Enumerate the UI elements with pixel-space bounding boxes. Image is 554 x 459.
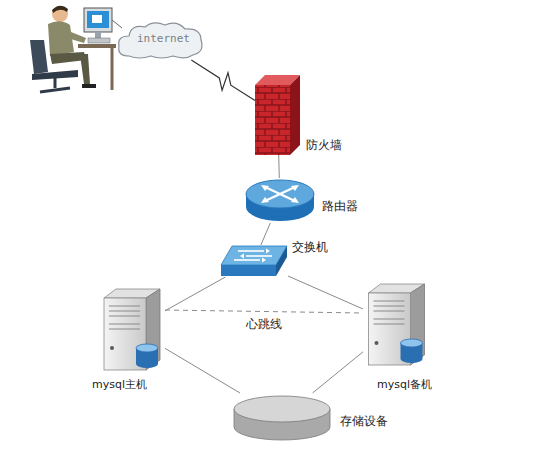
wan-link [191,60,255,101]
network-link [261,223,270,245]
node-label: internet [137,32,190,45]
heartbeat-line [165,310,363,313]
storage-node: 存储设备 [232,393,332,443]
switch-node: 交换机 [220,245,288,277]
firewall-icon [255,75,300,155]
network-link [288,276,363,309]
server-node: mysql备机 [363,283,431,365]
router-node: 路由器 [245,178,315,223]
network-link [313,352,363,393]
server-icon [100,288,165,370]
node-label: mysql备机 [377,377,432,392]
node-label: 路由器 [322,198,358,215]
node-label: mysql主机 [92,377,147,392]
server-icon [363,283,431,365]
switch-icon [220,245,288,277]
node-label: 交换机 [292,239,328,256]
cloud-node: internet [115,20,205,60]
user-at-computer [30,6,122,92]
node-label: 防火墙 [306,137,342,154]
storage-icon [232,393,332,443]
network-link [165,277,225,311]
firewall-node: 防火墙 [255,75,300,155]
network-link [278,155,280,178]
node-label: 存储设备 [340,413,388,430]
router-icon [245,178,315,223]
edge-label: 心跳线 [246,316,282,333]
server-node: mysql主机 [100,288,165,370]
network-link [165,348,240,393]
